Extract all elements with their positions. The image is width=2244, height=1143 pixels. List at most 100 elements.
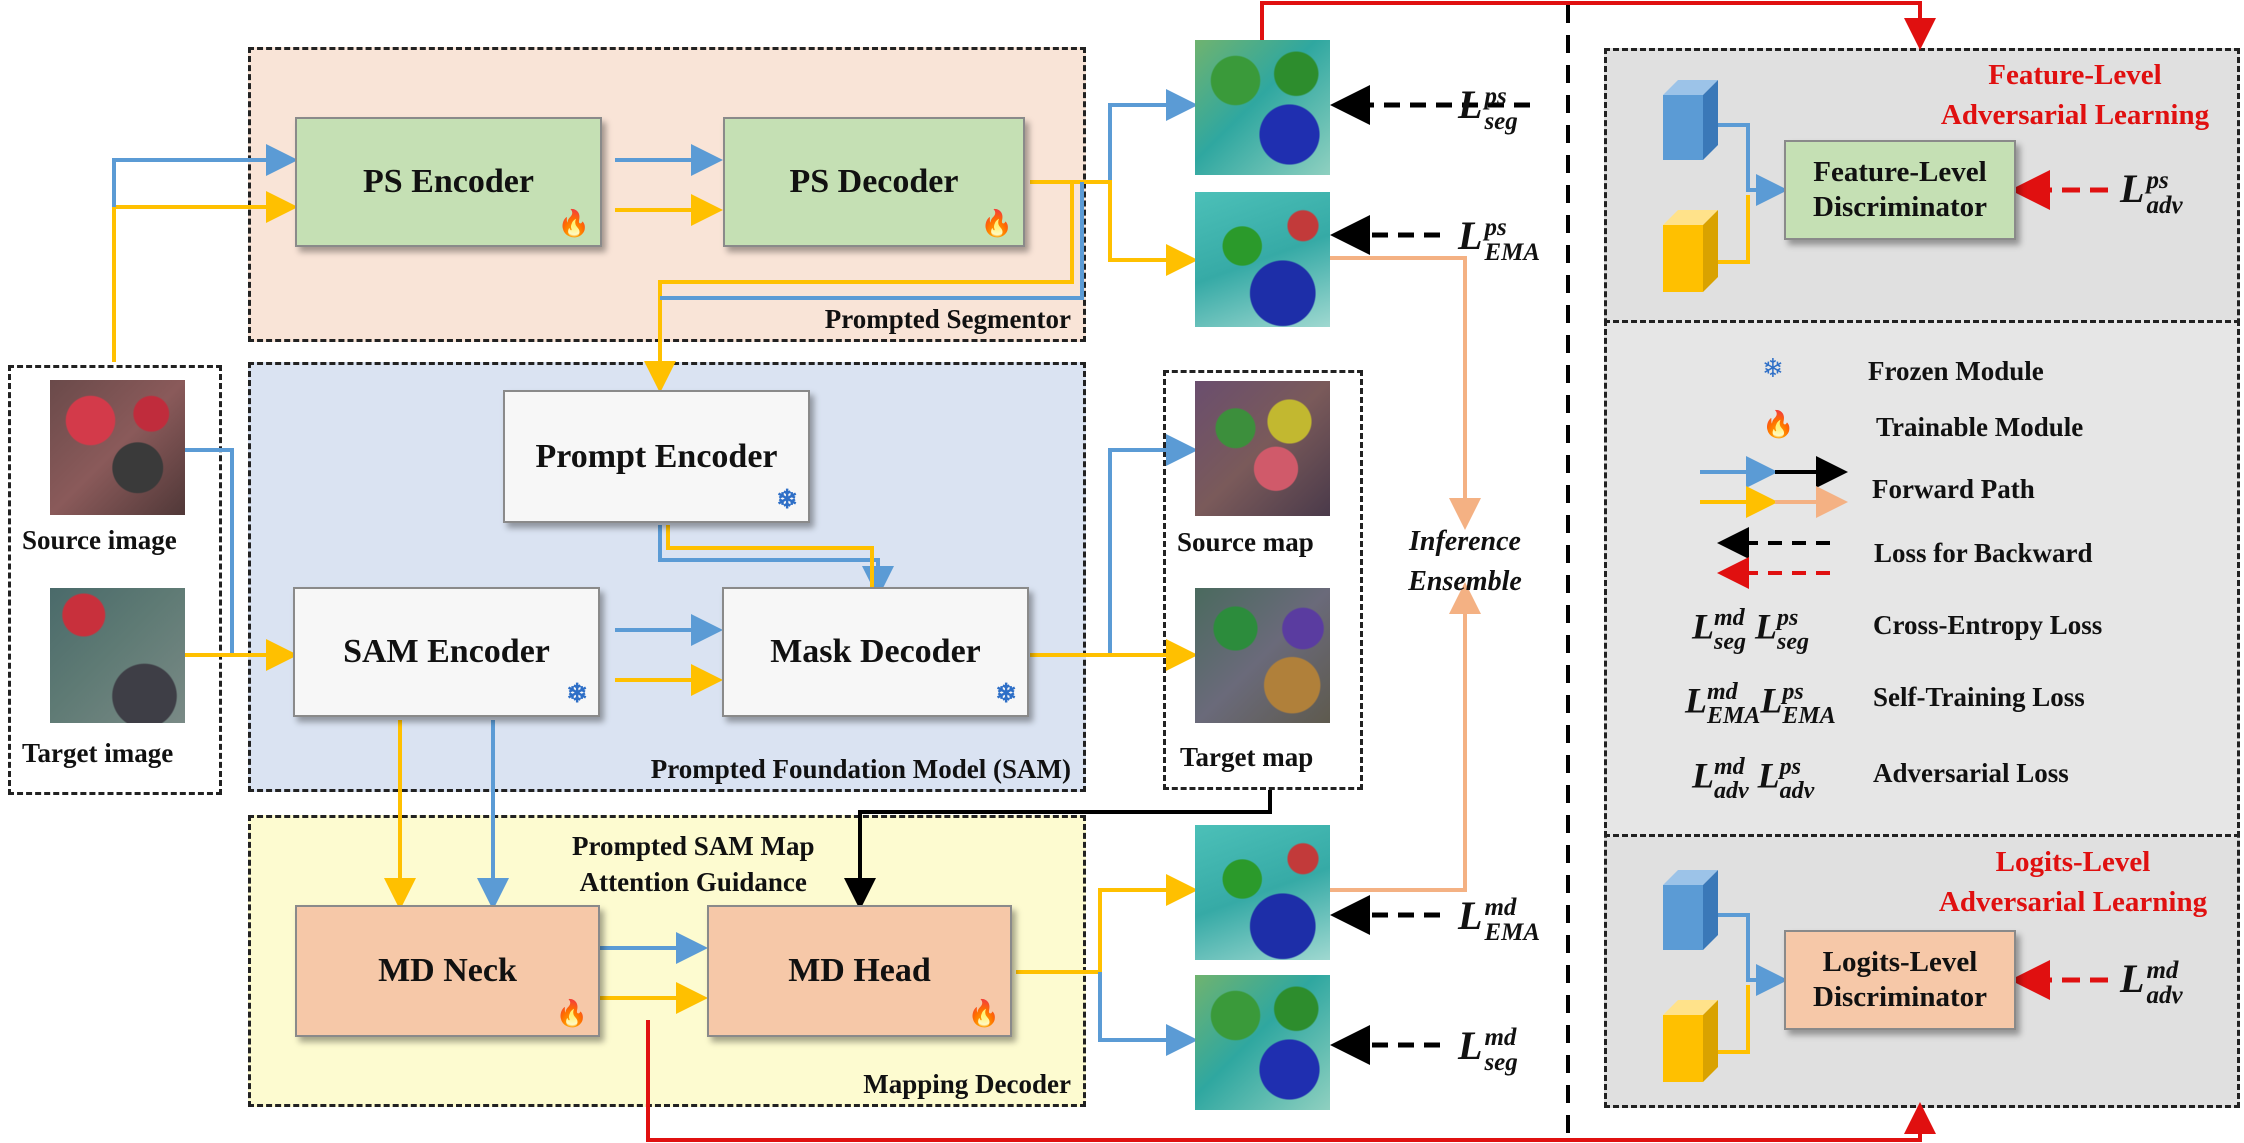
snowflake-icon: ❄ bbox=[776, 485, 798, 514]
ps-dec-to-ema-map-arrow bbox=[1030, 180, 1198, 276]
head-to-seg-map-arrow bbox=[1098, 972, 1198, 1056]
fire-icon: 🔥 bbox=[557, 209, 590, 238]
ensemble-bottom-arrow bbox=[1330, 582, 1481, 892]
prompt-to-mask-blue-arrow bbox=[658, 525, 894, 598]
md-neck-block: MD Neck 🔥 bbox=[295, 905, 600, 1037]
ps-decoder-block: PS Decoder 🔥 bbox=[723, 117, 1025, 247]
ps-encoder-label: PS Encoder bbox=[363, 163, 534, 200]
prompt-to-mask-orange-arrow bbox=[666, 525, 874, 590]
prompted-segmentor-label: Prompted Segmentor bbox=[824, 304, 1071, 334]
logits-adv-title-line2: Adversarial Learning bbox=[1938, 886, 2208, 918]
logits-adv-loop bbox=[646, 1020, 1936, 1142]
md-neck-label: MD Neck bbox=[378, 952, 517, 989]
ps-seg-map-thumbnail bbox=[1195, 40, 1330, 175]
logits-adv-title: Logits-Level Adversarial Learning bbox=[1908, 842, 2238, 922]
legend-loss-backward: Loss for Backward bbox=[1874, 538, 2093, 568]
source-map-caption: Source map bbox=[1177, 527, 1314, 557]
guidance-caption: Prompted SAM Map Attention Guidance bbox=[572, 828, 815, 900]
mask-to-source-map-arrow bbox=[1030, 434, 1198, 657]
legend-panel bbox=[1604, 320, 2240, 837]
mask-decoder-block: Mask Decoder ❄ bbox=[722, 587, 1029, 717]
source-image-caption: Source image bbox=[22, 525, 177, 555]
legend-ce-loss: Cross-Entropy Loss bbox=[1873, 610, 2103, 640]
target-map-caption: Target map bbox=[1180, 742, 1314, 772]
source-to-sam-arrow bbox=[185, 448, 234, 655]
logits-disc-line1: Logits-Level bbox=[1822, 946, 1978, 979]
guidance-arrow bbox=[844, 790, 1272, 910]
md-head-block: MD Head 🔥 bbox=[707, 905, 1012, 1037]
legend-st-loss: Self-Training Loss bbox=[1873, 682, 2085, 712]
head-to-ema-map-arrow bbox=[1016, 874, 1198, 974]
sam-maps-region bbox=[1163, 370, 1363, 790]
feature-adv-title: Feature-Level Adversarial Learning bbox=[1910, 55, 2240, 135]
feature-disc-line1: Feature-Level bbox=[1813, 156, 1987, 189]
feature-target-cube bbox=[1663, 210, 1718, 292]
guidance-line1: Prompted SAM Map bbox=[572, 831, 815, 861]
logits-cube-orange-arrow bbox=[1718, 985, 1750, 1054]
target-image-caption: Target image bbox=[22, 738, 174, 768]
ps-encoder-block: PS Encoder 🔥 bbox=[295, 117, 602, 247]
ensemble-top-arrow bbox=[1330, 256, 1481, 530]
inference-ensemble-label: Inference Ensemble bbox=[1390, 522, 1540, 602]
inference-line1: Inference bbox=[1409, 526, 1521, 557]
logits-source-cube bbox=[1663, 870, 1718, 950]
logits-adv-title-line1: Logits-Level bbox=[1995, 846, 2151, 878]
fire-icon: 🔥 bbox=[980, 209, 1013, 238]
target-to-ps-encoder-arrow bbox=[112, 191, 298, 362]
feature-level-discriminator: Feature-Level Discriminator bbox=[1784, 140, 2016, 240]
target-map-thumbnail bbox=[1195, 588, 1330, 723]
sam-encoder-label: SAM Encoder bbox=[343, 633, 550, 670]
ps-dec-to-seg-map-arrow bbox=[1030, 89, 1198, 184]
ps-decoder-label: PS Decoder bbox=[789, 163, 959, 200]
prompt-encoder-label: Prompt Encoder bbox=[535, 437, 778, 475]
logits-cube-blue-arrow bbox=[1718, 913, 1788, 996]
legend-adv-loss: Adversarial Loss bbox=[1873, 758, 2069, 788]
ps-dec-to-prompt-blue-arrow bbox=[660, 182, 1084, 300]
feature-adv-title-line2: Adversarial Learning bbox=[1940, 99, 2210, 131]
ps-ema-map-thumbnail bbox=[1195, 192, 1330, 327]
snowflake-icon: ❄ bbox=[1762, 354, 1784, 383]
sam-region-label: Prompted Foundation Model (SAM) bbox=[650, 754, 1071, 784]
feature-cube-blue-arrow bbox=[1718, 123, 1788, 206]
mapping-decoder-label: Mapping Decoder bbox=[863, 1069, 1071, 1099]
prompt-encoder-block: Prompt Encoder ❄ bbox=[503, 390, 810, 523]
fire-icon: 🔥 bbox=[555, 999, 588, 1028]
fire-icon: 🔥 bbox=[967, 999, 1000, 1028]
mask-decoder-label: Mask Decoder bbox=[770, 633, 981, 670]
md-seg-map-thumbnail bbox=[1195, 975, 1330, 1110]
legend-forward: Forward Path bbox=[1872, 474, 2035, 504]
logits-level-discriminator: Logits-Level Discriminator bbox=[1784, 930, 2016, 1030]
snowflake-icon: ❄ bbox=[566, 679, 588, 708]
logits-target-cube bbox=[1663, 1000, 1718, 1082]
ps-dec-to-prompt-orange-arrow bbox=[644, 182, 1074, 393]
source-image-thumbnail bbox=[50, 380, 185, 515]
fire-icon: 🔥 bbox=[1762, 410, 1795, 439]
logits-disc-line2: Discriminator bbox=[1813, 981, 1987, 1013]
snowflake-icon: ❄ bbox=[995, 679, 1017, 708]
source-to-ps-encoder-arrow bbox=[112, 144, 298, 207]
feature-cube-orange-arrow bbox=[1718, 195, 1750, 264]
source-map-thumbnail bbox=[1195, 381, 1330, 516]
feature-source-cube bbox=[1663, 80, 1718, 160]
inference-line2: Ensemble bbox=[1408, 566, 1522, 597]
legend-frozen: Frozen Module bbox=[1868, 356, 2044, 386]
sam-encoder-block: SAM Encoder ❄ bbox=[293, 587, 600, 717]
feature-adv-loop bbox=[1260, 1, 1936, 50]
legend-trainable: Trainable Module bbox=[1876, 412, 2084, 442]
guidance-line2: Attention Guidance bbox=[579, 867, 807, 897]
target-image-thumbnail bbox=[50, 588, 185, 723]
feature-disc-line2: Discriminator bbox=[1813, 191, 1987, 223]
feature-adv-title-line1: Feature-Level bbox=[1988, 59, 2162, 91]
md-ema-map-thumbnail bbox=[1195, 825, 1330, 960]
